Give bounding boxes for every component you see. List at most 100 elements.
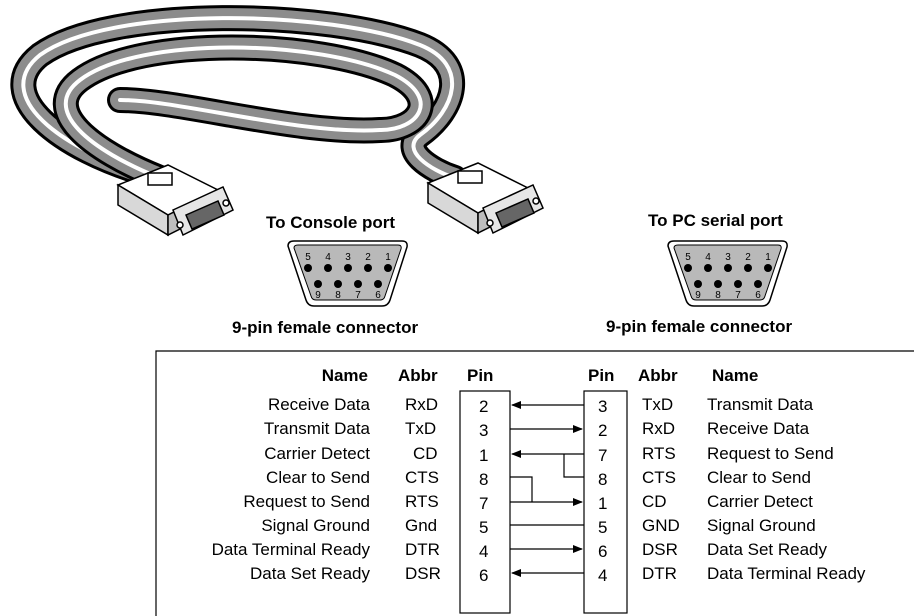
right-signal-abbr: CD (642, 492, 667, 511)
left-pin-number: 6 (479, 566, 489, 585)
right-signal-abbr: GND (642, 516, 680, 535)
left-pin-number: 5 (479, 518, 489, 537)
right-pin-number: 3 (598, 397, 608, 416)
right-signal-name: Transmit Data (707, 395, 814, 414)
right-pin-box (583, 390, 628, 614)
pin-label: 9 (315, 290, 321, 301)
right-pin-number: 5 (598, 518, 608, 537)
right-pin-number: 4 (598, 566, 608, 585)
left-signal-abbr: RTS (405, 492, 439, 511)
left-signal-name: Clear to Send (266, 468, 370, 487)
pin-label: 5 (305, 252, 311, 263)
pin-label: 9 (695, 290, 701, 301)
right-signal-name: Signal Ground (707, 516, 816, 535)
left-signal-abbr: Gnd (405, 516, 438, 535)
console-port-title: To Console port (266, 213, 396, 232)
pin-dot (684, 264, 692, 272)
left-pin-number: 2 (479, 397, 489, 416)
left-signal-abbr: DSR (405, 564, 441, 583)
pin-dot (734, 280, 742, 288)
left-header-pin: Pin (467, 366, 494, 385)
pin-dot (304, 264, 312, 272)
pin-dot (354, 280, 362, 288)
serial-cable-illustration (10, 5, 544, 237)
wire-left-cts-jumper (510, 476, 533, 502)
pin-label: 2 (745, 252, 751, 263)
left-pin-number: 7 (479, 494, 489, 513)
left-signal-name: Carrier Detect (264, 444, 370, 463)
left-signal-name: Request to Send (243, 492, 370, 511)
pin-dot (344, 264, 352, 272)
left-signal-name: Signal Ground (261, 516, 370, 535)
right-header-pin: Pin (588, 366, 615, 385)
right-signal-abbr: RxD (642, 419, 676, 438)
right-pin-number: 1 (598, 494, 608, 513)
cable-loop (10, 5, 468, 191)
pin-dot (724, 264, 732, 272)
pinout-table-frame (155, 350, 914, 616)
right-signal-name: Data Terminal Ready (707, 564, 866, 583)
pin-label: 2 (365, 252, 371, 263)
left-pin-box (459, 390, 511, 614)
pin-dot (694, 280, 702, 288)
right-signal-abbr: DTR (642, 564, 677, 583)
pc-db9-face: 5 4 3 2 1 9 8 7 6 (667, 240, 788, 307)
left-pin-number: 4 (479, 542, 489, 561)
right-signal-name: Request to Send (707, 444, 834, 463)
left-pin-number: 3 (479, 421, 489, 440)
left-signal-abbr: DTR (405, 540, 440, 559)
left-db9-plug (116, 164, 234, 237)
right-signal-abbr: CTS (642, 468, 676, 487)
left-signal-abbr: CD (413, 444, 438, 463)
pin-label: 8 (715, 290, 721, 301)
wire-cts-jumper (563, 454, 584, 478)
left-signal-abbr: TxD (405, 419, 437, 438)
right-header-name: Name (712, 366, 759, 385)
pin-dot (324, 264, 332, 272)
right-signal-abbr: RTS (642, 444, 676, 463)
pin-label: 6 (375, 290, 381, 301)
right-signal-abbr: DSR (642, 540, 678, 559)
pin-label: 4 (325, 252, 331, 263)
left-signal-name: Data Set Ready (249, 564, 370, 583)
pin-label: 1 (765, 252, 771, 263)
right-pin-number: 8 (598, 470, 608, 489)
left-signal-abbr: CTS (405, 468, 439, 487)
right-pin-number: 2 (598, 421, 608, 440)
right-db9-plug (426, 162, 544, 235)
left-header-abbr: Abbr (398, 366, 438, 385)
pin-label: 3 (725, 252, 731, 263)
pin-dot (364, 264, 372, 272)
pin-label: 7 (355, 290, 361, 301)
pin-dot (334, 280, 342, 288)
pin-dot (384, 264, 392, 272)
left-signal-name: Receive Data (267, 395, 370, 414)
left-pin-number: 1 (479, 446, 489, 465)
pin-dot (704, 264, 712, 272)
right-signal-abbr: TxD (642, 395, 674, 414)
right-pin-number: 6 (598, 542, 608, 561)
left-signal-name: Data Terminal Ready (211, 540, 370, 559)
pin-label: 6 (755, 290, 761, 301)
right-signal-name: Clear to Send (707, 468, 811, 487)
pin-label: 4 (705, 252, 711, 263)
right-signal-name: Carrier Detect (707, 492, 813, 511)
pc-connector-caption: 9-pin female connector (606, 317, 793, 336)
right-signal-name: Receive Data (707, 419, 810, 438)
right-header-abbr: Abbr (638, 366, 678, 385)
pin-label: 7 (735, 290, 741, 301)
wiring-lines (510, 401, 584, 577)
console-db9-face: 5 4 3 2 1 9 8 7 6 (287, 240, 408, 307)
console-connector-caption: 9-pin female connector (232, 318, 419, 337)
pin-label: 8 (335, 290, 341, 301)
pin-dot (764, 264, 772, 272)
right-signal-name: Data Set Ready (707, 540, 828, 559)
pin-dot (754, 280, 762, 288)
left-header-name: Name (321, 366, 368, 385)
pin-dot (374, 280, 382, 288)
pin-dot (314, 280, 322, 288)
pin-dot (744, 264, 752, 272)
pin-label: 5 (685, 252, 691, 263)
pin-label: 1 (385, 252, 391, 263)
left-signal-name: Transmit Data (263, 419, 370, 438)
